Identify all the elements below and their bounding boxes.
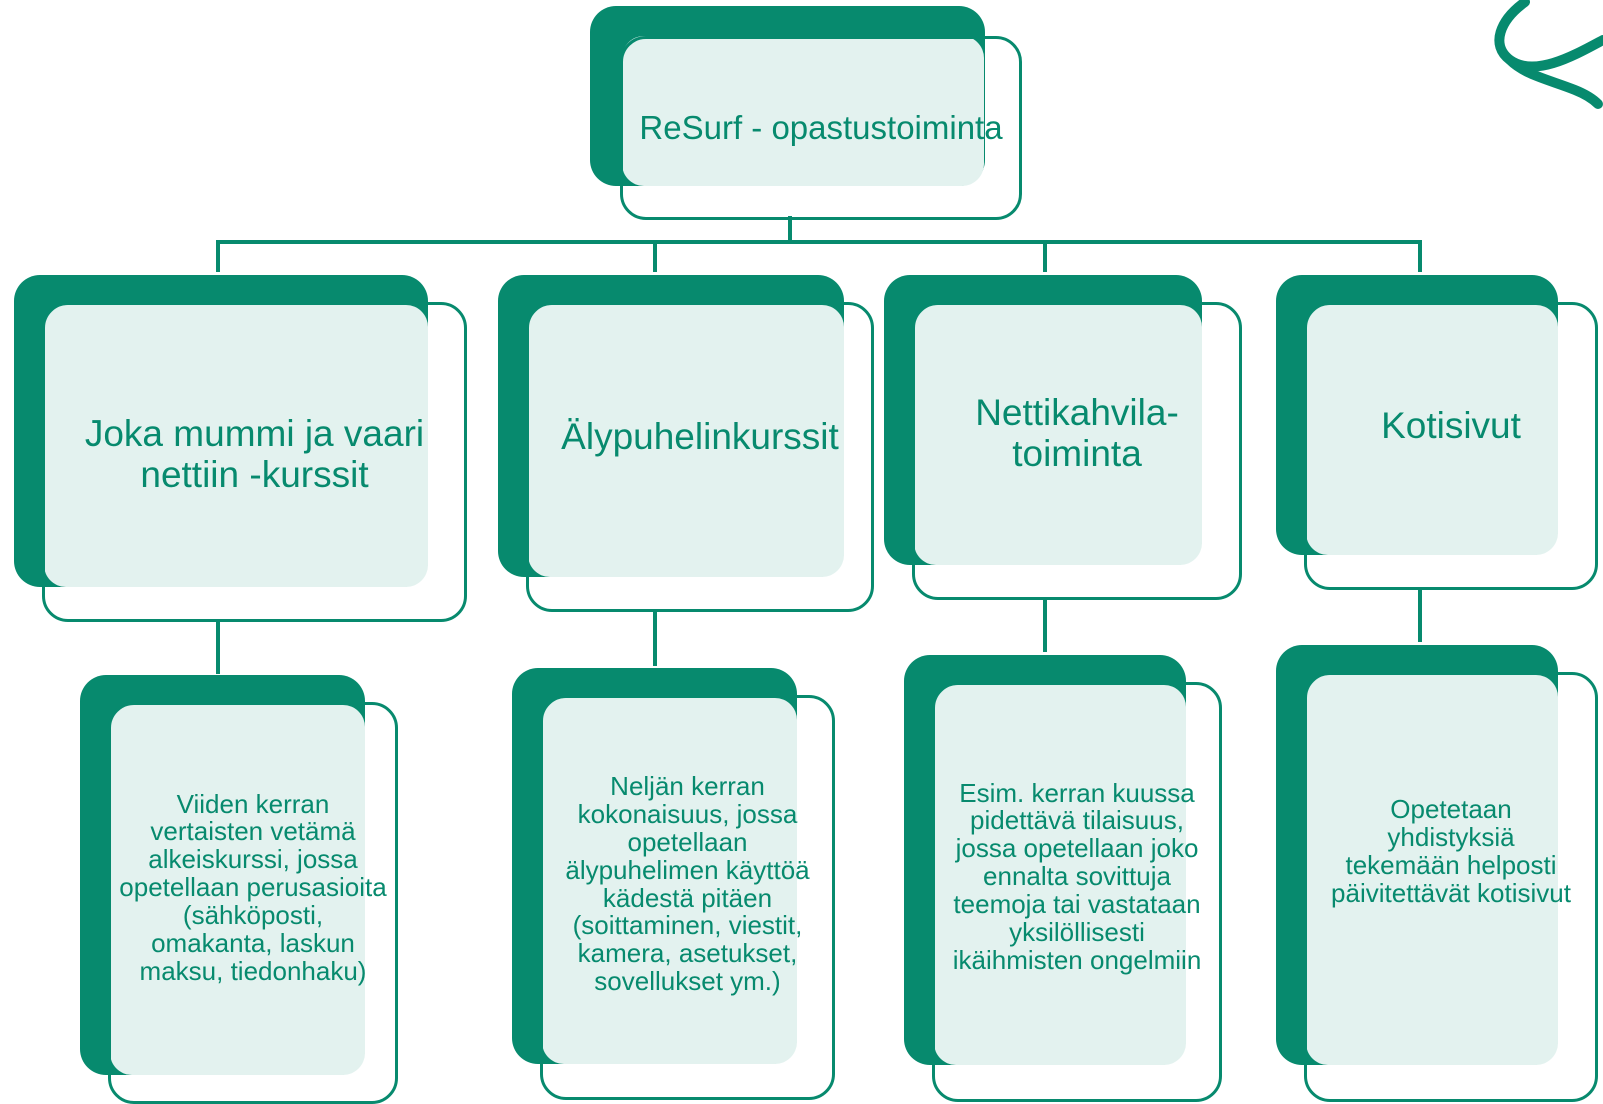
category-label: Älypuhelinkurssit bbox=[561, 416, 839, 458]
description-label: Esim. kerran kuussa pidettävä tilaisuus,… bbox=[952, 777, 1202, 975]
category-label: Nettikahvila-toiminta bbox=[975, 391, 1179, 474]
root-label: ReSurf - opastustoiminta bbox=[639, 108, 1003, 146]
description-label: Opetetaan yhdistyksiä tekemään helposti … bbox=[1331, 794, 1571, 908]
description-label: Neljän kerran kokonaisuus, jossa opetell… bbox=[565, 771, 810, 996]
description-label: Viiden kerran vertaisten vetämä alkeisku… bbox=[119, 788, 387, 986]
category-label: Kotisivut bbox=[1381, 405, 1521, 447]
swirl-icon bbox=[1494, 0, 1603, 109]
category-label: Joka mummi ja vaari nettiin -kurssit bbox=[84, 412, 425, 495]
